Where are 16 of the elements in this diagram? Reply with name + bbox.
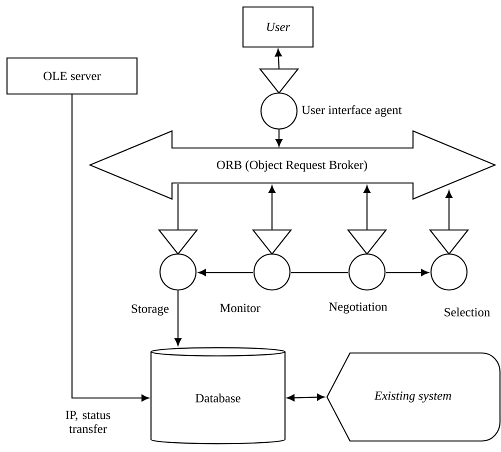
arrow	[274, 48, 282, 68]
agent-label: Storage	[132, 304, 169, 316]
agent-label: User interface agent	[302, 105, 402, 117]
arrow	[386, 269, 429, 276]
arrow	[198, 269, 253, 276]
arrow	[286, 394, 325, 402]
text-box: OLE server	[6, 57, 138, 95]
database-cylinder: Database	[150, 347, 286, 444]
arrow	[174, 290, 182, 346]
agent-label: Selection	[444, 308, 490, 316]
arrow	[71, 94, 150, 402]
edge-label: IP, status transfer	[66, 410, 110, 434]
arrow	[276, 130, 282, 147]
agent-label: Monitor	[220, 304, 260, 312]
text-box: User	[242, 6, 314, 48]
agent-label: Negotiation	[328, 302, 388, 314]
